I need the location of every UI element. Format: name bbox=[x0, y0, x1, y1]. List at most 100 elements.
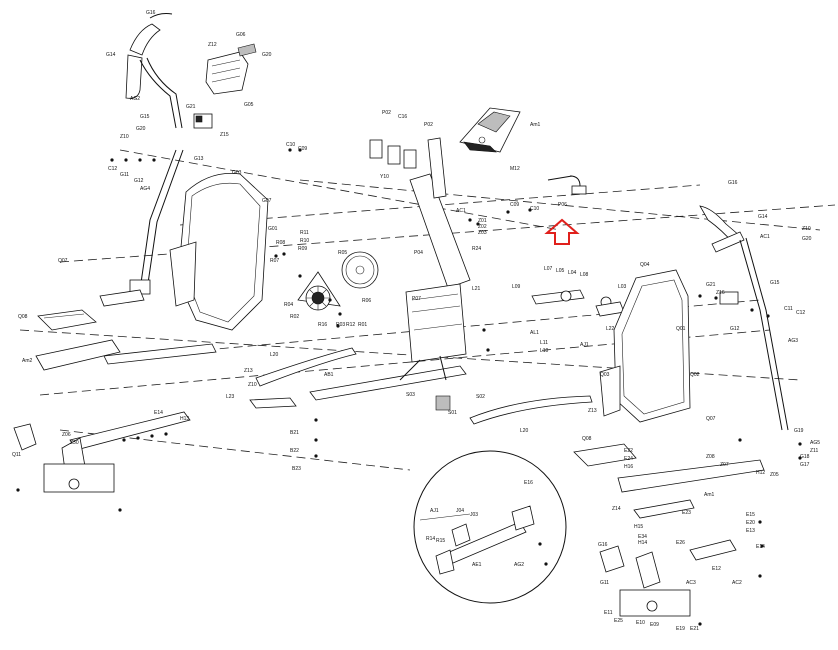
label: J04 bbox=[456, 508, 464, 514]
label: Z13 bbox=[588, 408, 597, 414]
label: AE1 bbox=[472, 562, 482, 568]
label: E22 bbox=[624, 448, 633, 454]
right-foot-pedal-q08 bbox=[573, 443, 765, 617]
label: J03 bbox=[470, 512, 478, 518]
label: Q04 bbox=[640, 262, 650, 268]
label: H13 bbox=[180, 416, 189, 422]
label: R08 bbox=[276, 240, 285, 246]
label: AJ1 bbox=[430, 508, 439, 514]
label: G11 bbox=[120, 172, 129, 178]
callout-arrow bbox=[544, 218, 580, 245]
label: L21 bbox=[472, 286, 481, 292]
label: Z05 bbox=[770, 472, 779, 478]
console-mast bbox=[369, 137, 471, 289]
label: G20 bbox=[136, 126, 146, 132]
label: Z01 bbox=[478, 218, 487, 224]
label: R07 bbox=[270, 258, 279, 264]
label: E24 bbox=[624, 456, 633, 462]
label: Q07 bbox=[706, 416, 716, 422]
label: L09 bbox=[512, 284, 521, 290]
label: S01 bbox=[448, 410, 457, 416]
label: E21 bbox=[690, 626, 699, 632]
label: AG3 bbox=[788, 338, 798, 344]
label: C09 bbox=[510, 202, 519, 208]
right-handlebar bbox=[699, 205, 789, 431]
label: E10 bbox=[636, 620, 645, 626]
label: H12 bbox=[756, 470, 765, 476]
label: Y10 bbox=[380, 174, 389, 180]
label: Q03 bbox=[600, 372, 610, 378]
label: Z12 bbox=[208, 42, 217, 48]
label: R15 bbox=[436, 538, 445, 544]
label: G14 bbox=[758, 214, 768, 220]
main-frame-ab1 bbox=[309, 283, 467, 411]
label: AG2 bbox=[514, 562, 524, 568]
label: E14 bbox=[756, 544, 765, 550]
label: R04 bbox=[284, 302, 293, 308]
label: Z16 bbox=[716, 290, 725, 296]
label: L20 bbox=[520, 428, 529, 434]
label: Q08 bbox=[18, 314, 28, 320]
label: AB1 bbox=[324, 372, 334, 378]
left-side-arm bbox=[99, 289, 217, 365]
label: E12 bbox=[712, 566, 721, 572]
label: AC1 bbox=[456, 208, 466, 214]
label: R03 bbox=[336, 322, 345, 328]
crank-l07-l03 bbox=[531, 289, 625, 317]
label: AC3 bbox=[686, 580, 696, 586]
label: B23 bbox=[292, 466, 301, 472]
label: G05 bbox=[244, 102, 254, 108]
label: R16 bbox=[318, 322, 327, 328]
label: P02 bbox=[424, 122, 433, 128]
label: G16 bbox=[598, 542, 608, 548]
label: AG4 bbox=[140, 186, 150, 192]
label: Q07 bbox=[58, 258, 68, 264]
left-cover-g03 bbox=[169, 173, 269, 331]
label: E13 bbox=[746, 528, 755, 534]
label: L23 bbox=[226, 394, 235, 400]
label: AJ1 bbox=[580, 342, 589, 348]
label: G16 bbox=[728, 180, 738, 186]
label: Z14 bbox=[612, 506, 621, 512]
label: Z07 bbox=[720, 462, 729, 468]
label: L08 bbox=[580, 272, 589, 278]
label: B21 bbox=[290, 430, 299, 436]
label: Z30 bbox=[70, 440, 79, 446]
label: Q08 bbox=[582, 436, 592, 442]
label: E25 bbox=[614, 618, 623, 624]
part-labels: G16 G14 AG2 G15 G20 G21 Z10 Z12 Z15 G06 … bbox=[12, 10, 820, 632]
label: Z02 bbox=[478, 224, 487, 230]
label: Z10 bbox=[120, 134, 129, 140]
label: C12 bbox=[796, 310, 805, 316]
label: Am1 bbox=[704, 492, 715, 498]
label: Z03 bbox=[478, 230, 487, 236]
label: E23 bbox=[682, 510, 691, 516]
label: E19 bbox=[676, 626, 685, 632]
left-rear-arm bbox=[13, 411, 191, 493]
left-foot-pedal-q08 bbox=[35, 309, 121, 371]
label: G19 bbox=[794, 428, 804, 434]
label: L07 bbox=[544, 266, 553, 272]
label: E11 bbox=[604, 610, 613, 616]
label: Q01 bbox=[676, 326, 686, 332]
label: Z10 bbox=[248, 382, 257, 388]
label: R06 bbox=[362, 298, 371, 304]
label: Z13 bbox=[244, 368, 253, 374]
label: G01 bbox=[268, 226, 278, 232]
label: P07 bbox=[412, 296, 421, 302]
label: G07 bbox=[262, 198, 272, 204]
label: E16 bbox=[524, 480, 533, 486]
label: R10 bbox=[300, 238, 309, 244]
label: G20 bbox=[802, 236, 812, 242]
pedal-arms bbox=[249, 347, 593, 425]
label: AG5 bbox=[810, 440, 820, 446]
label: C09 bbox=[298, 146, 307, 152]
label: Z15 bbox=[220, 132, 229, 138]
label: H14 bbox=[638, 540, 647, 546]
console-display-am1 bbox=[459, 107, 521, 153]
label: E14 bbox=[154, 410, 163, 416]
label: R14 bbox=[426, 536, 435, 542]
label: L10 bbox=[540, 348, 549, 354]
label: Q11 bbox=[12, 452, 21, 458]
